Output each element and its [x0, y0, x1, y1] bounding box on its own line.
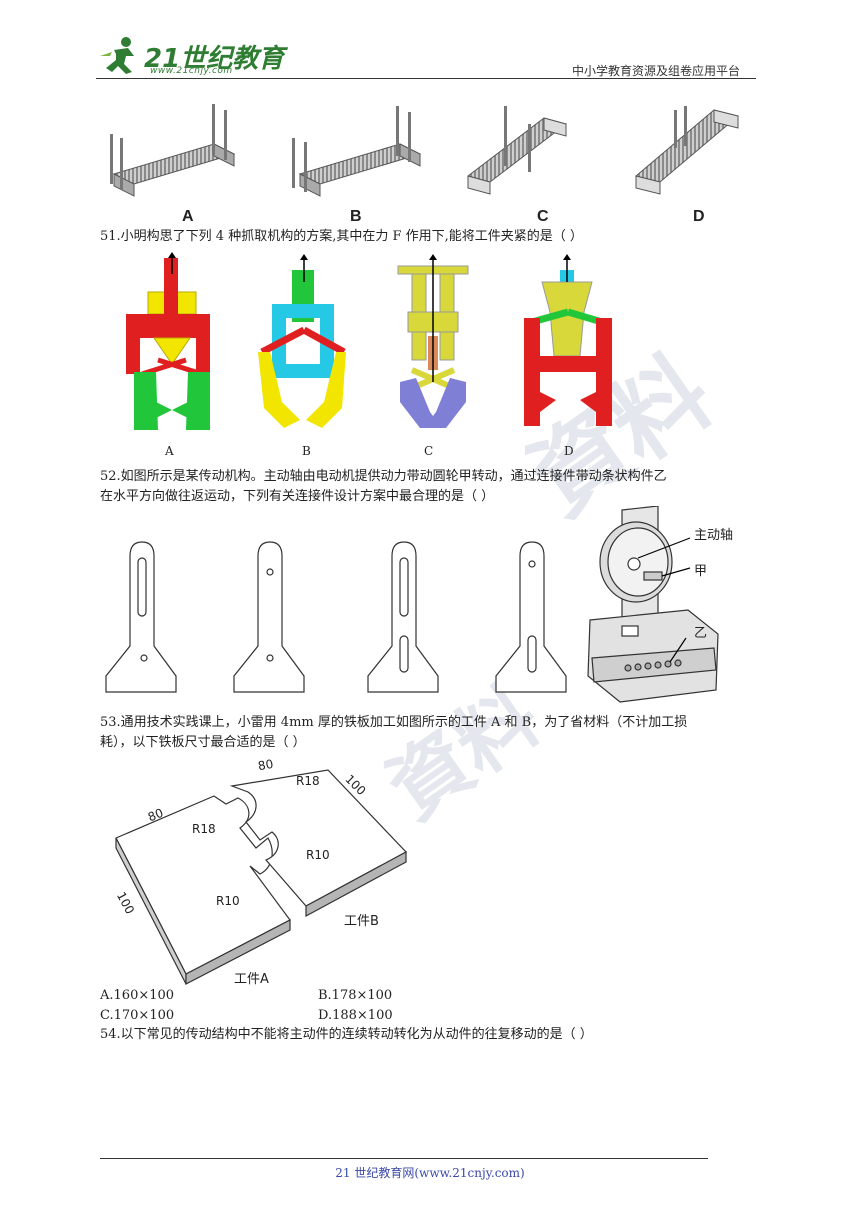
q52-figure: 主动轴 甲 乙 — [96, 505, 760, 710]
logo-url: www.21cnjy.com — [150, 66, 233, 76]
question-52-line1: 52.如图所示是某传动机构。主动轴由电动机提供动力带动圆轮甲转动，通过连接件带动… — [100, 469, 667, 484]
q51-label-c: C — [424, 444, 434, 458]
footer-text: 21 世纪教育网(www.21cnjy.com) — [335, 1166, 525, 1180]
racks-illustration — [110, 104, 740, 197]
footer-divider — [100, 1158, 708, 1159]
q53-option-b: B.178×100 — [318, 988, 393, 1003]
question-53-line2: 耗），以下铁板尺寸最合适的是（ ） — [100, 735, 306, 750]
dim-r10-a: R10 — [216, 894, 240, 908]
question-52-line2: 在水平方向做往返运动，下列有关连接件设计方案中最合理的是（ ） — [100, 489, 495, 504]
connector-3 — [367, 541, 439, 693]
question-54: 54.以下常见的传动结构中不能将主动件的连续转动转化为从动件的往复移动的是（ ） — [100, 1027, 593, 1042]
header: 21世纪教育 www.21cnjy.com 中小学教育资源及组卷应用平台 — [0, 0, 860, 80]
part-b-label: 工件B — [344, 914, 379, 929]
question-51: 51.小明构思了下列 4 种抓取机构的方案,其中在力 F 作用下,能将工件夹紧的… — [100, 229, 583, 244]
callout-wheel-jia: 甲 — [694, 564, 708, 579]
connector-4 — [495, 541, 567, 693]
gripper-illustrations — [126, 252, 612, 430]
q53-figure: 80 100 80 100 R18 R18 R10 R10 工件B 工件A — [100, 756, 420, 987]
dim-r18-b: R18 — [296, 774, 320, 788]
dim-r10-b: R10 — [306, 848, 330, 862]
top-figure: A B C D — [96, 96, 756, 226]
q51-label-b: B — [302, 444, 311, 458]
callout-main-shaft: 主动轴 — [694, 528, 734, 543]
part-a-label: 工件A — [234, 972, 269, 987]
runner-logo-icon — [100, 37, 134, 74]
header-divider — [96, 78, 756, 79]
option-label-a: A — [182, 208, 194, 225]
q53-option-c: C.170×100 — [100, 1008, 175, 1023]
connector-2 — [233, 541, 305, 693]
transmission-mechanism — [587, 505, 719, 703]
option-label-c: C — [537, 208, 549, 225]
gripper-d — [524, 254, 612, 426]
callout-bar-yi: 乙 — [694, 626, 708, 641]
logo-text: 21世纪教育 — [144, 44, 285, 74]
q51-label-d: D — [564, 444, 574, 458]
rack-a — [110, 104, 236, 197]
gripper-a — [126, 252, 210, 430]
rack-c — [466, 106, 568, 195]
q51-figure: A B C D — [120, 252, 620, 462]
q53-option-a: A.160×100 — [100, 988, 175, 1003]
option-label-d: D — [693, 208, 705, 225]
dim-r18-a: R18 — [192, 822, 216, 836]
question-53-line1: 53.通用技术实践课上，小雷用 4mm 厚的铁板加工如图所示的工件 A 和 B，… — [100, 715, 688, 730]
connector-options-illustration — [105, 505, 719, 703]
workpiece-illustration — [115, 769, 407, 985]
header-right-text: 中小学教育资源及组卷应用平台 — [572, 64, 741, 78]
dim-top-80-b: 80 — [256, 756, 275, 774]
q51-label-a: A — [165, 444, 174, 458]
q53-option-d: D.188×100 — [318, 1008, 393, 1023]
connector-1 — [105, 541, 177, 693]
gripper-b — [258, 254, 346, 428]
option-label-b: B — [350, 208, 362, 225]
rack-d — [634, 106, 740, 195]
gripper-c — [397, 254, 469, 428]
rack-b — [292, 106, 422, 197]
